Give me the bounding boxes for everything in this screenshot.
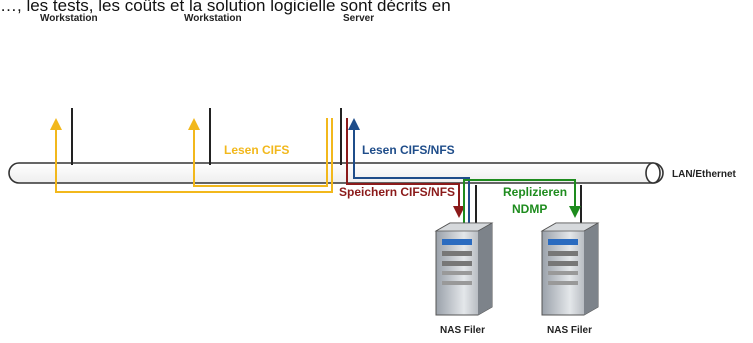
- lan-ethernet-label: LAN/Ethernet: [672, 169, 737, 180]
- replicate-label-line1: Replizieren: [503, 185, 567, 199]
- nas-server-icon: [540, 222, 600, 316]
- nas-filer-2-label: NAS Filer: [547, 325, 592, 336]
- server-label: Server: [343, 13, 374, 24]
- store-cifs-nfs-label: Speichern CIFS/NFS: [339, 185, 455, 199]
- replicate-ndmp-flow: [463, 179, 581, 228]
- read-cifs-label: Lesen CIFS: [224, 143, 289, 157]
- lan-cable: [8, 162, 664, 184]
- workstation-2-label: Workstation: [184, 13, 242, 24]
- store-cifs-nfs-flow: [346, 118, 465, 218]
- read-cifs-nfs-label: Lesen CIFS/NFS: [362, 143, 455, 157]
- nas-server-icon: [434, 222, 494, 316]
- black-connection-lines: [71, 108, 582, 228]
- workstation-1-label: Workstation: [40, 13, 98, 24]
- read-cifs-flow: [50, 118, 333, 193]
- nas-filer-1-label: NAS Filer: [440, 325, 485, 336]
- caption-text: …, les tests, les coûts et la solution l…: [0, 0, 451, 15]
- read-cifs-nfs-flow: [348, 118, 470, 228]
- replicate-label-line2: NDMP: [512, 202, 547, 216]
